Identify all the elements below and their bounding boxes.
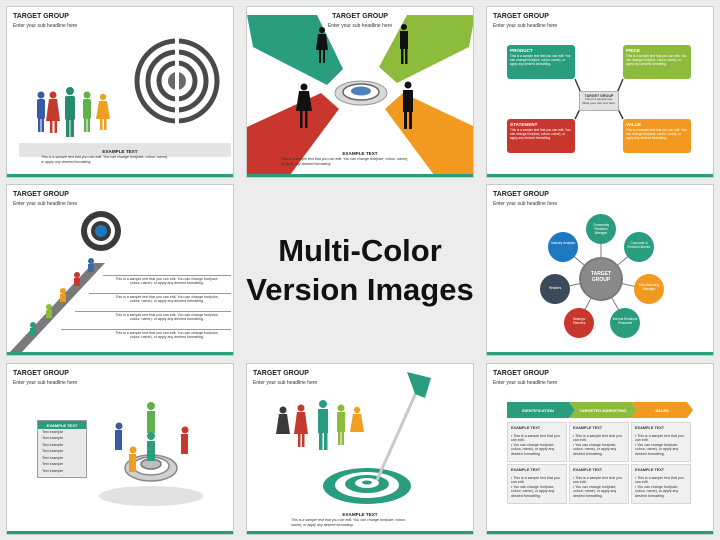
- people-silhouettes: [37, 87, 110, 137]
- slide-title: TARGET GROUP: [13, 191, 69, 198]
- example-body-2: name), or apply any desired formatting.: [291, 523, 354, 527]
- slide-title: TARGET GROUP: [493, 191, 549, 198]
- slide-title: TARGET GROUP: [493, 13, 549, 20]
- slide-thumb-7[interactable]: TARGET GROUP Enter your sub headline her…: [246, 363, 474, 535]
- statement-box: STATEMENT This is a sample text that you…: [507, 119, 575, 153]
- example-body: This is a sample text that you can edit.…: [41, 155, 169, 159]
- target-icon: [81, 211, 121, 251]
- slide-title: TARGET GROUP: [253, 370, 309, 377]
- node-label: Community Relations Manager: [592, 223, 610, 235]
- list-item: Text example: [42, 468, 64, 473]
- slide-thumb-1[interactable]: TARGET GROUP Enter your sub headline her…: [6, 6, 234, 178]
- slide-thumb-2[interactable]: TARGET GROUP Enter your sub headline her…: [246, 6, 474, 178]
- process-chevrons: [507, 402, 693, 418]
- list-item: Text example: [42, 455, 64, 460]
- row-divider: [75, 311, 231, 312]
- target-people-graphic: [19, 35, 231, 157]
- node-label: Corporate & Product Director: [627, 241, 651, 249]
- grid-cell: EXAMPLE TEXT • This is a sample text tha…: [507, 422, 567, 462]
- slide-subtitle: Enter your sub headline here: [493, 380, 558, 386]
- row-text: This is a sample text that you can edit.…: [115, 295, 219, 304]
- value-box: VALUE This is a sample text that you can…: [623, 119, 691, 153]
- node-label: Internal Relations Personnel: [612, 317, 638, 325]
- hub-label: TARGET GROUP: [590, 271, 612, 283]
- center-label-line-1: Multi-Color: [278, 233, 442, 268]
- step-identification: IDENTIFICATION: [522, 407, 554, 413]
- slide-subtitle: Enter your sub headline here: [493, 23, 558, 29]
- slide-title: TARGET GROUP: [332, 13, 388, 20]
- slide-title: TARGET GROUP: [13, 370, 69, 377]
- grid-cell: EXAMPLE TEXT • This is a sample text tha…: [569, 464, 629, 504]
- node-label: Retailers: [548, 286, 562, 290]
- converging-arrows-graphic: [247, 15, 473, 177]
- example-body-2: or apply any desired formatting.: [41, 160, 92, 164]
- center-label-line-2: Version Images: [246, 271, 474, 307]
- example-heading: EXAMPLE TEXT: [342, 512, 378, 517]
- slide-thumb-8[interactable]: TARGET GROUP Enter your sub headline her…: [486, 363, 714, 535]
- target-icon: [134, 35, 220, 127]
- example-list-heading: EXAMPLE TEXT: [38, 421, 86, 429]
- people-on-target-graphic: [99, 402, 203, 506]
- slide-title: TARGET GROUP: [13, 13, 69, 20]
- node-label: Strategic Planners: [572, 317, 586, 325]
- example-body-2: or apply any desired formatting.: [281, 162, 332, 166]
- center-label: Multi-Color Version Images: [244, 232, 476, 310]
- list-item: Text example: [42, 442, 64, 447]
- example-heading: EXAMPLE TEXT: [102, 149, 138, 154]
- node-label: Manufacturing Manager: [638, 283, 660, 291]
- price-box: PRICE This is a sample text that you can…: [623, 45, 691, 79]
- slide-subtitle: Enter your sub headline here: [13, 201, 78, 207]
- hub-spoke-graphic: [540, 214, 664, 338]
- example-body: This is a sample text that you can edit.…: [291, 518, 406, 522]
- step-sales: SALES: [655, 407, 669, 413]
- slide-title: TARGET GROUP: [493, 370, 549, 377]
- slide-thumb-6[interactable]: TARGET GROUP Enter your sub headline her…: [6, 363, 234, 535]
- node-label: Industry Analysts: [550, 241, 576, 245]
- staircase-graphic: [9, 211, 121, 355]
- slide-subtitle: Enter your sub headline here: [13, 23, 78, 29]
- row-text: This is a sample text that you can edit.…: [115, 331, 219, 340]
- grid-cell: EXAMPLE TEXT • This is a sample text tha…: [631, 422, 691, 462]
- center-target: [334, 80, 388, 106]
- slide-thumb-3[interactable]: TARGET GROUP Enter your sub headline her…: [486, 6, 714, 178]
- slide-subtitle: Enter your sub headline here: [253, 380, 318, 386]
- slide-thumb-4[interactable]: TARGET GROUP Enter your sub headline her…: [6, 184, 234, 356]
- list-item: Text example: [42, 436, 64, 441]
- slide-subtitle: Enter your sub headline here: [13, 380, 78, 386]
- dart-target-graphic: [276, 372, 431, 504]
- list-item: Text example: [42, 449, 64, 454]
- example-list-box: EXAMPLE TEXT Text example Text example T…: [37, 420, 87, 478]
- grid-cell: EXAMPLE TEXT • This is a sample text tha…: [631, 464, 691, 504]
- slide-subtitle: Enter your sub headline here: [493, 201, 558, 207]
- row-divider: [61, 329, 231, 330]
- row-text: This is a sample text that you can edit.…: [115, 277, 219, 286]
- row-divider: [103, 275, 231, 276]
- slide-thumb-5[interactable]: TARGET GROUP Enter your sub headline her…: [486, 184, 714, 356]
- product-box: PRODUCT This is a sample text that you c…: [507, 45, 575, 79]
- grid-cell: EXAMPLE TEXT • This is a sample text tha…: [507, 464, 567, 504]
- list-item: Text example: [42, 462, 64, 467]
- list-item: Text example: [42, 430, 64, 434]
- slide-subtitle: Enter your sub headline here: [327, 23, 393, 29]
- row-divider: [89, 293, 231, 294]
- grid-cell: EXAMPLE TEXT • This is a sample text tha…: [569, 422, 629, 462]
- example-body: This is a sample text that you can edit.…: [281, 157, 409, 161]
- center-box: TARGET GROUP This is a sample text. Writ…: [579, 91, 619, 111]
- step-targeted-marketing: TARGETED MARKETING: [579, 407, 627, 413]
- row-text: This is a sample text that you can edit.…: [115, 313, 219, 322]
- example-heading: EXAMPLE TEXT: [342, 151, 378, 156]
